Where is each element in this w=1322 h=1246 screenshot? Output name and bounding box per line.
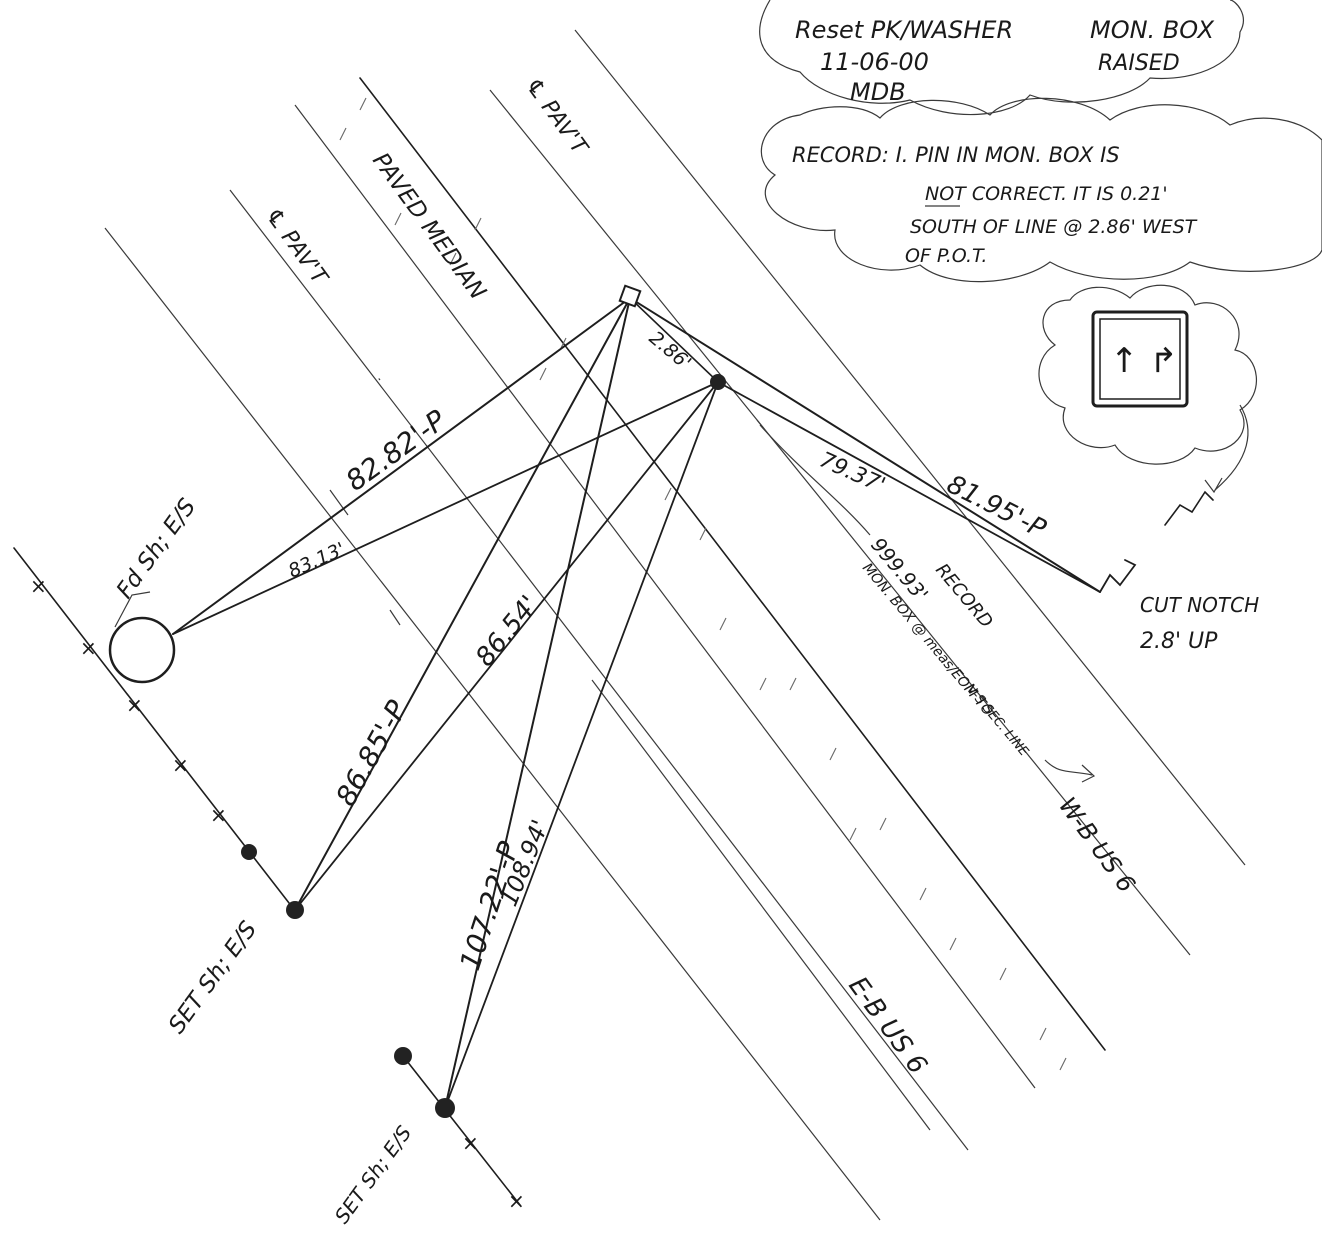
record-note-cloud bbox=[760, 97, 1322, 283]
lane-sign bbox=[1091, 310, 1189, 408]
set-shiner-point-2 bbox=[435, 1098, 455, 1118]
cl-pavt-right-label: ℄ PAV'T bbox=[520, 74, 593, 161]
cut-notch-symbol-2 bbox=[1164, 490, 1214, 526]
reset-note-initials: MDB bbox=[850, 78, 906, 106]
dist-86-54: 86.54' bbox=[470, 590, 545, 672]
found-shiner-leader bbox=[114, 591, 151, 628]
cl-pavt-left-label: ℄ PAV'T bbox=[260, 204, 333, 291]
record-note-line3: SOUTH OF LINE @ 2.86' WEST bbox=[910, 216, 1198, 238]
found-shiner-label: Fd Sh; E/S bbox=[112, 494, 201, 603]
mon-box-marker bbox=[618, 284, 642, 308]
box-note-line1: MON. BOX bbox=[1090, 16, 1215, 44]
road-lines bbox=[104, 29, 1246, 1221]
reset-note-date: 11-06-00 bbox=[820, 48, 929, 76]
dist-86-85: 86.85'-P bbox=[329, 695, 414, 812]
fence-point-1 bbox=[241, 844, 257, 860]
pk-washer-point bbox=[710, 374, 726, 390]
reset-note-line1: Reset PK/WASHER bbox=[795, 16, 1013, 44]
box-note-line2: RAISED bbox=[1098, 51, 1180, 76]
wb-road-label: W-B US 6 bbox=[1053, 792, 1141, 898]
svg-text:×: × bbox=[30, 574, 47, 598]
svg-text:×: × bbox=[172, 753, 189, 777]
record-note-line2: NOT CORRECT. IT IS 0.21' bbox=[925, 183, 1168, 205]
dist-82-82: 82.82'-P bbox=[340, 403, 452, 497]
sign-leader bbox=[1214, 404, 1249, 491]
record-section-line: N-S SEC. LINE bbox=[962, 681, 1032, 760]
cut-notch-label-1: CUT NOTCH bbox=[1140, 593, 1259, 617]
record-arrow bbox=[1044, 759, 1093, 776]
svg-text:×: × bbox=[508, 1189, 525, 1213]
sign-cloud bbox=[1038, 284, 1257, 465]
record-note-line4: OF P.O.T. bbox=[905, 245, 987, 267]
record-note-line1: RECORD: I. PIN IN MON. BOX IS bbox=[792, 143, 1120, 167]
fence-line-lower: × × bbox=[402, 1055, 525, 1213]
lane-sign-arrows: ↑ ↱ bbox=[1110, 341, 1178, 381]
eb-road-label: E-B US 6 bbox=[842, 971, 932, 1079]
lane-sign-inner bbox=[1099, 318, 1181, 400]
cut-notch-symbol bbox=[1099, 559, 1137, 593]
fence-point-2 bbox=[394, 1047, 412, 1065]
sign-leader-arrow bbox=[1204, 477, 1223, 494]
svg-text:×: × bbox=[80, 636, 97, 660]
set-shiner-label-2: SET Sh; E/S bbox=[330, 1121, 417, 1228]
set-shiner-label-1: SET Sh; E/S bbox=[164, 917, 262, 1039]
cut-notch-label-2: 2.8' UP bbox=[1140, 629, 1218, 654]
svg-text:×: × bbox=[462, 1131, 479, 1155]
set-shiner-point-1 bbox=[286, 901, 304, 919]
reset-note-cloud bbox=[759, 0, 1244, 116]
svg-text:×: × bbox=[210, 803, 227, 827]
record-label: RECORD bbox=[931, 560, 997, 632]
found-shiner-circle bbox=[108, 616, 176, 684]
measurement-lines bbox=[172, 297, 1101, 1109]
record-arrow-head bbox=[1081, 764, 1096, 783]
svg-text:×: × bbox=[126, 693, 143, 717]
